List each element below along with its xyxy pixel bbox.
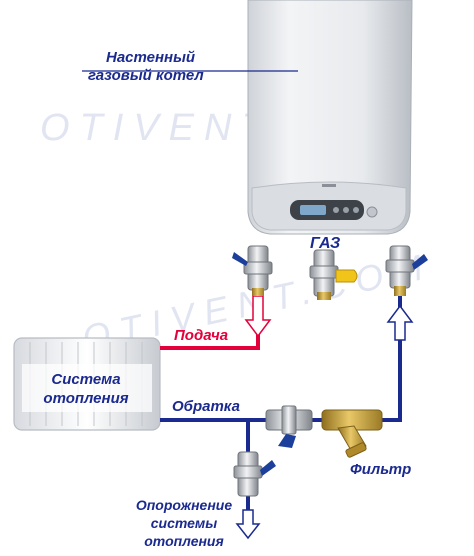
- y-strainer-filter: [321, 409, 383, 458]
- boiler-label-line2: газовый котел: [88, 67, 204, 84]
- drain-label-line1: Опорожнение: [136, 497, 232, 513]
- radiator-label-line1: Система: [51, 371, 120, 388]
- drain-ball-valve: [233, 451, 276, 497]
- return-label: Обратка: [172, 398, 240, 415]
- drain-label-line2: системы: [151, 515, 218, 531]
- radiator-label-line2: отопления: [43, 390, 128, 407]
- gas-label: ГАЗ: [310, 235, 340, 252]
- return-arrow: [386, 304, 414, 341]
- filter-label: Фильтр: [350, 461, 411, 478]
- boiler-label-line1: Настенный: [106, 49, 195, 66]
- supply-arrow: [244, 295, 272, 338]
- supply-label: Подача: [174, 327, 228, 344]
- drain-arrow: [235, 509, 261, 540]
- drain-label-line3: отопления: [144, 533, 223, 549]
- supply-ball-valve: [232, 245, 273, 296]
- return-ball-valve-top: [385, 245, 428, 296]
- radiator: [13, 337, 161, 431]
- return-ball-valve-bottom: [265, 405, 313, 448]
- gas-ball-valve: [309, 249, 358, 300]
- boiler-control-panel: [290, 200, 378, 220]
- wall-gas-boiler: [247, 0, 413, 235]
